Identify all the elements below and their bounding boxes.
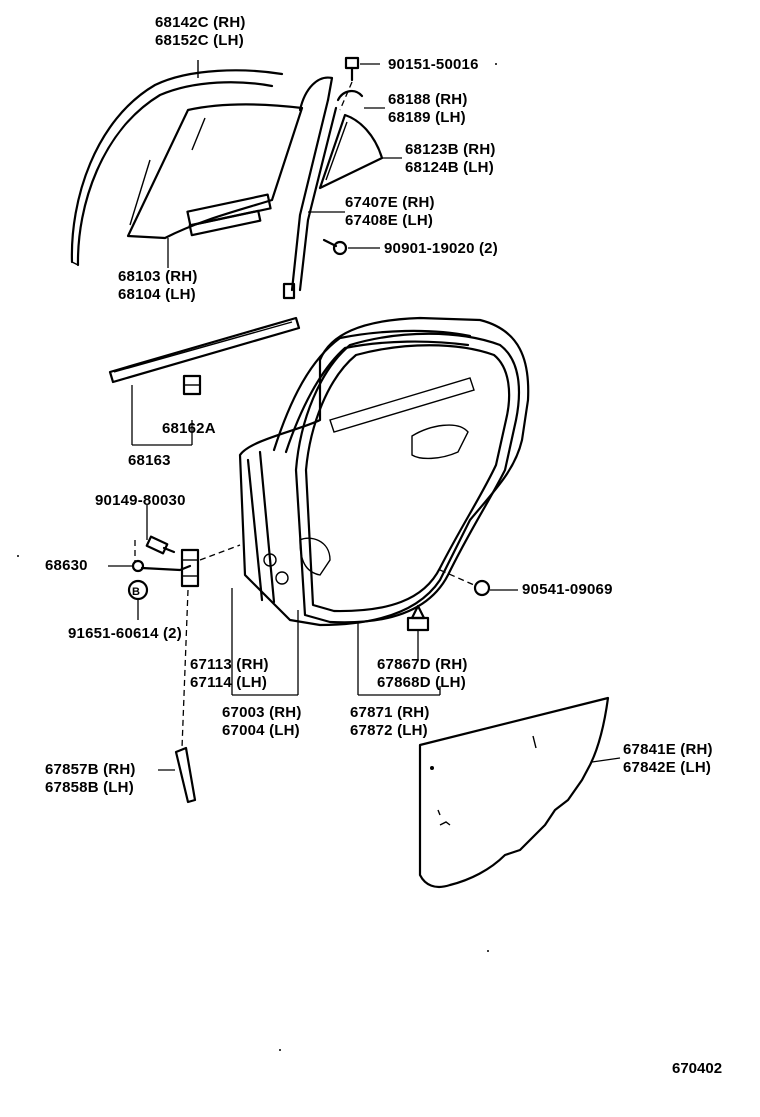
label-door-check: 68630 — [45, 557, 88, 574]
hole-plug-part: B — [127, 579, 149, 620]
label-grommet: 90541-09069 — [522, 581, 613, 598]
screw-bar-part — [322, 238, 380, 256]
svg-text:B: B — [132, 586, 140, 598]
label-quarter-glass: 68123B (RH)68124B (LH) — [405, 141, 496, 176]
door-panel-part — [231, 316, 530, 696]
label-door-weatherstrip: 67871 (RH)67872 (LH) — [350, 704, 430, 739]
bolt-top-part — [339, 56, 380, 111]
door-weatherstrip-part — [294, 332, 521, 696]
label-hole-plug: 91651-60614 (2) — [68, 625, 182, 642]
label-clip: 67867D (RH)67868D (LH) — [377, 656, 468, 691]
label-division-bar: 67407E (RH)67408E (LH) — [345, 194, 435, 229]
division-bar-part — [282, 76, 345, 300]
label-belt-weatherstrip: 68163 — [128, 452, 171, 469]
service-hole-cover-part — [418, 696, 621, 889]
grommet-part — [439, 569, 518, 597]
clip-part — [406, 604, 430, 660]
label-service-hole-cover: 67841E (RH)67842E (LH) — [623, 741, 713, 776]
label-panel-sub: 67113 (RH)67114 (LH) — [190, 656, 269, 691]
quarter-glass-part — [318, 113, 402, 190]
run-channel-part — [70, 60, 284, 267]
reference-number: 670402 — [672, 1060, 723, 1077]
lower-seal-part — [158, 589, 197, 804]
belt-clip-part — [182, 374, 202, 396]
label-lower-seal: 67857B (RH)67858B (LH) — [45, 761, 136, 796]
belt-weatherstrip-part — [108, 316, 301, 446]
label-door-glass: 68103 (RH)68104 (LH) — [118, 268, 198, 303]
label-run-channel: 68142C (RH)68152C (LH) — [155, 14, 246, 49]
bolt-check-part — [145, 505, 176, 555]
label-bolt-check: 90149-80030 — [95, 492, 186, 509]
label-seal-upper: 68188 (RH)68189 (LH) — [388, 91, 468, 126]
label-bolt-top: 90151-50016 — [388, 56, 479, 73]
door-check-part — [108, 540, 241, 588]
upper-seal-part — [336, 90, 385, 109]
label-screw-bar: 90901-19020 (2) — [384, 240, 498, 257]
label-belt-clip: 68162A — [162, 420, 216, 437]
door-glass-part — [126, 103, 304, 268]
label-door-panel: 67003 (RH)67004 (LH) — [222, 704, 302, 739]
